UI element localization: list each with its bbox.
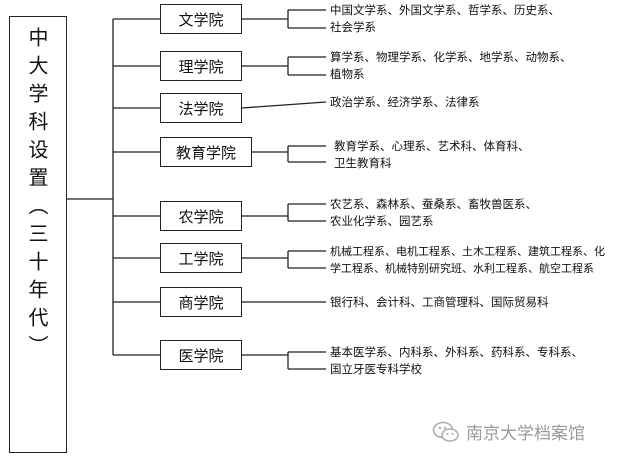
college-desc-7: 基本医学系、内科系、外科系、药科系、专科系、 国立牙医专科学校 <box>330 344 583 378</box>
college-desc-2: 政治学系、经济学系、法律系 <box>330 94 480 111</box>
college-name: 理学院 <box>178 57 224 76</box>
desc-line: 算学系、物理学系、化学系、地学系、动物系、 <box>330 50 572 64</box>
college-desc-0: 中国文学系、外国文学系、哲学系、历史系、 社会学系 <box>330 2 560 36</box>
desc-line: 银行科、会计科、工商管理科、国际贸易科 <box>330 295 549 309</box>
college-box-5: 工学院 <box>160 243 242 273</box>
college-desc-4: 农艺系、森林系、蚕桑系、畜牧兽医系、 农业化学系、园艺系 <box>330 196 537 230</box>
college-desc-1: 算学系、物理学系、化学系、地学系、动物系、 植物系 <box>330 49 572 83</box>
desc-line: 中国文学系、外国文学系、哲学系、历史系、 <box>330 3 560 17</box>
desc-line: 农业化学系、园艺系 <box>330 214 434 228</box>
college-box-7: 医学院 <box>160 340 242 370</box>
desc-line: 机械工程系、电机工程系、土木工程系、建筑工程系、化 <box>330 245 605 258</box>
desc-line: 政治学系、经济学系、法律系 <box>330 95 480 109</box>
college-name: 工学院 <box>178 249 224 268</box>
desc-line: 植物系 <box>330 67 365 81</box>
college-name: 文学院 <box>178 10 224 29</box>
college-box-3: 教育学院 <box>160 137 252 167</box>
desc-line: 农艺系、森林系、蚕桑系、畜牧兽医系、 <box>330 197 537 211</box>
college-box-1: 理学院 <box>160 51 242 81</box>
desc-line: 基本医学系、内科系、外科系、药科系、专科系、 <box>330 345 583 359</box>
watermark-text: 南京大学档案馆 <box>466 424 585 444</box>
main-title-box: 中大学科设置（三十年代） <box>9 16 67 453</box>
college-box-4: 农学院 <box>160 201 242 231</box>
college-name: 商学院 <box>178 293 224 312</box>
college-box-6: 商学院 <box>160 287 242 317</box>
college-name: 农学院 <box>178 207 224 226</box>
college-desc-5: 机械工程系、电机工程系、土木工程系、建筑工程系、化 学工程系、机械特别研究班、水… <box>330 243 605 277</box>
desc-line: 社会学系 <box>330 20 376 34</box>
college-name: 医学院 <box>178 346 224 365</box>
college-name: 教育学院 <box>175 143 236 162</box>
watermark: 南京大学档案馆 <box>432 419 585 444</box>
main-title: 中大学科设置（三十年代） <box>25 27 49 363</box>
college-desc-3: 教育学系、心理系、艺术科、体育科、 卫生教育科 <box>334 138 530 172</box>
desc-line: 国立牙医专科学校 <box>330 362 422 376</box>
college-box-2: 法学院 <box>160 93 242 123</box>
desc-line: 学工程系、机械特别研究班、水利工程系、航空工程系 <box>330 262 594 275</box>
college-box-0: 文学院 <box>160 4 242 34</box>
college-name: 法学院 <box>178 99 224 118</box>
desc-line: 卫生教育科 <box>334 156 392 170</box>
desc-line: 教育学系、心理系、艺术科、体育科、 <box>334 139 530 153</box>
wechat-icon <box>432 421 459 442</box>
college-desc-6: 银行科、会计科、工商管理科、国际贸易科 <box>330 294 549 311</box>
